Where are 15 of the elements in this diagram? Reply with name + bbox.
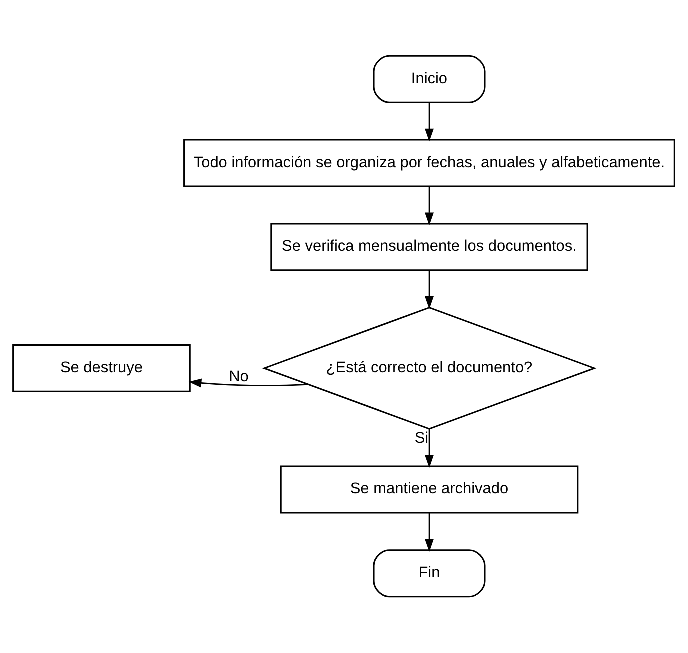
arrow: [424, 102, 434, 142]
node-box: Se destruye: [12, 344, 191, 392]
node-box: Fin: [373, 550, 486, 598]
node-diamond: ¿Está correcto el documento?: [262, 306, 597, 430]
edge-label: Si: [414, 430, 429, 448]
arrow: [424, 186, 434, 226]
node-box: Se verifica mensualmente los documentos.: [270, 223, 588, 272]
arrow: [424, 429, 434, 468]
arrow: [424, 270, 434, 310]
edge-label: No: [229, 368, 249, 386]
node-box: Inicio: [373, 55, 486, 104]
arrow: [188, 378, 308, 388]
arrow: [424, 513, 434, 552]
node-box: Todo información se organiza por fechas, anuales y alfabeticamente.: [184, 139, 676, 188]
node-box: Se mantiene archivado: [280, 466, 579, 514]
